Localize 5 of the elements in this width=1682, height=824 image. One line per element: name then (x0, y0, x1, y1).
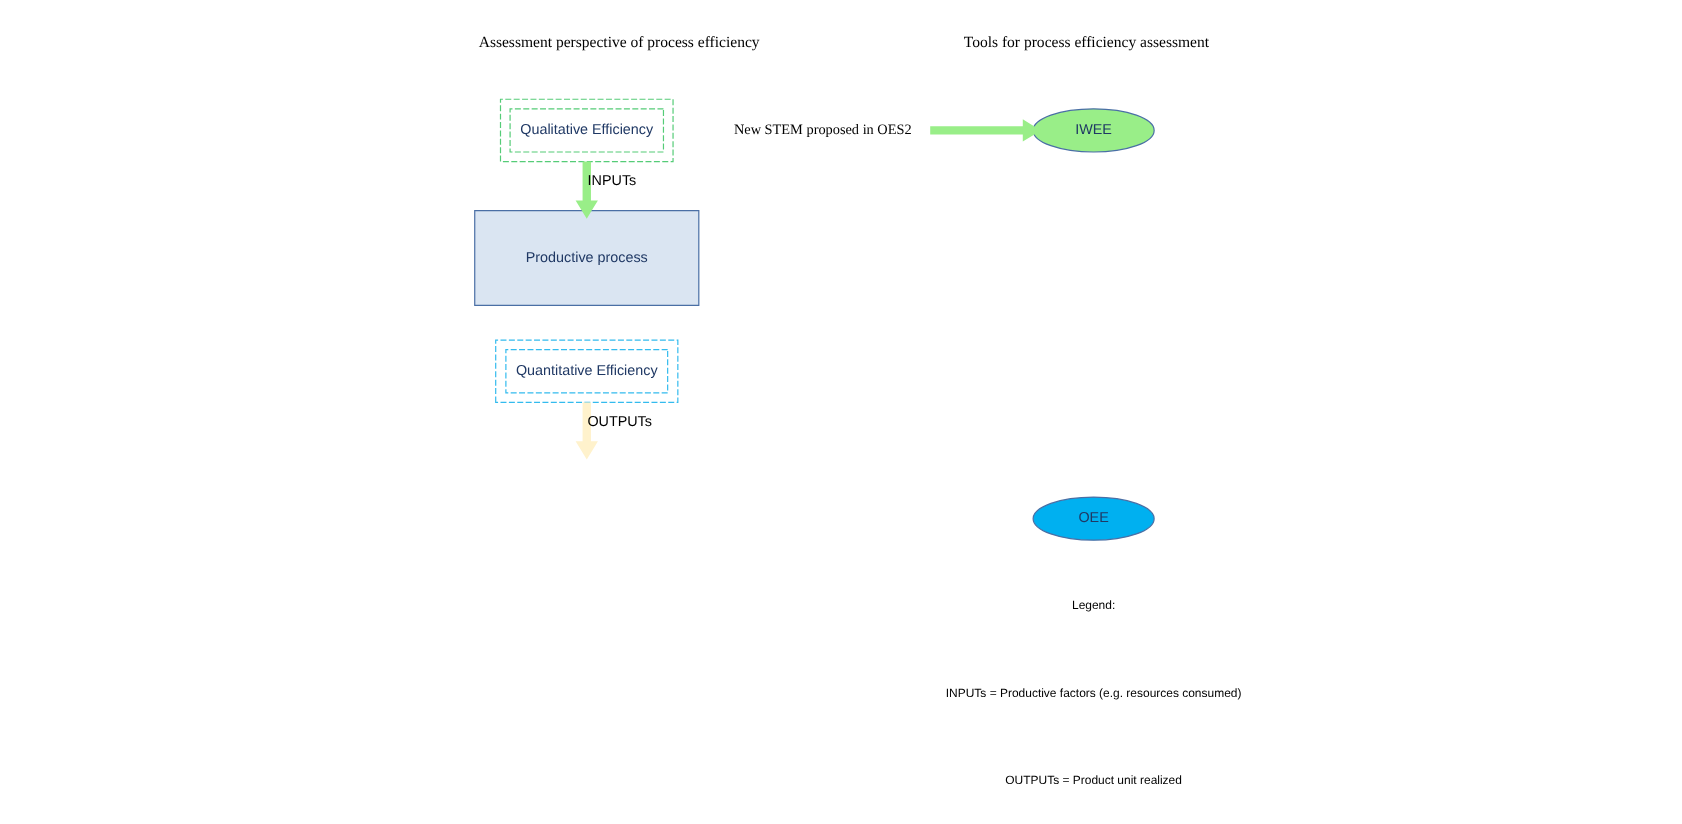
arrow (929, 119, 1040, 142)
cluster (494, 339, 678, 403)
arrow (574, 161, 597, 219)
arrow (574, 402, 597, 460)
cluster (498, 98, 673, 163)
